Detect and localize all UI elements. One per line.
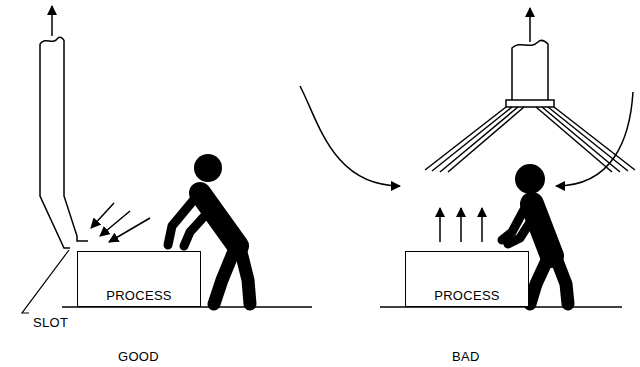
capture-arrows <box>91 203 150 242</box>
draft-arrow <box>300 86 400 186</box>
rising-arrows <box>440 208 482 242</box>
exhaust-arrow <box>529 8 531 42</box>
process-label: PROCESS <box>106 288 172 303</box>
process-box: PROCESS <box>77 251 201 307</box>
canopy-hood <box>425 40 635 172</box>
slot-hood <box>40 37 88 248</box>
exhaust-arrow <box>51 6 53 36</box>
leader-line <box>22 250 69 313</box>
part-label: SLOT <box>33 315 68 330</box>
process-box: PROCESS <box>405 251 529 307</box>
panel-caption: GOOD <box>118 349 159 364</box>
process-label: PROCESS <box>434 288 500 303</box>
draft-arrow <box>556 92 633 186</box>
panel-caption: BAD <box>452 349 480 364</box>
